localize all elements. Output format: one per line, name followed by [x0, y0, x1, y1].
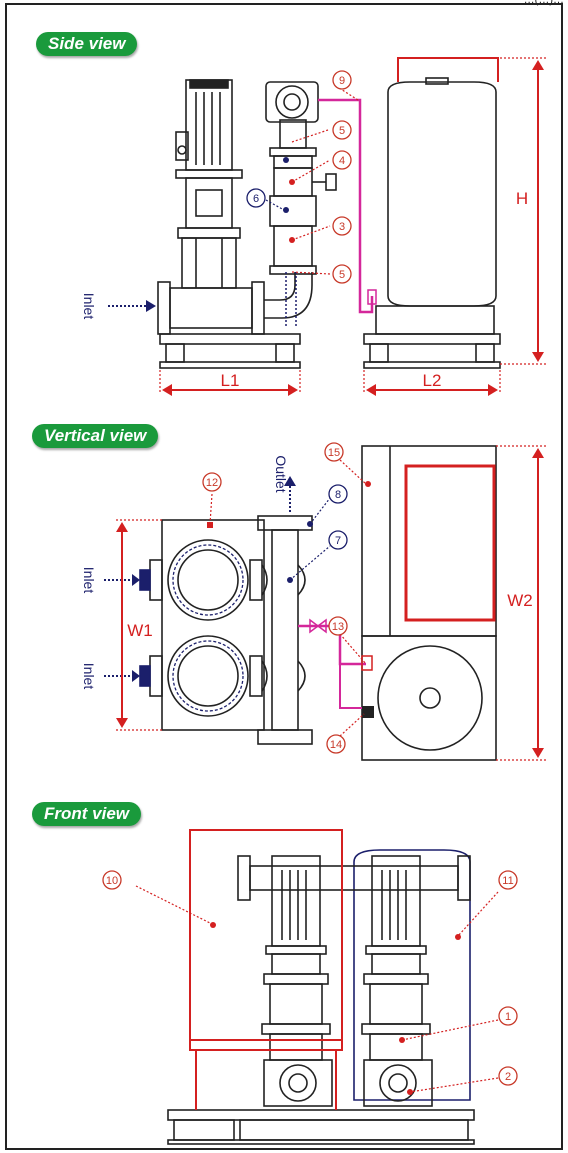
- label-W2: W2: [507, 591, 533, 610]
- svg-text:7: 7: [335, 535, 341, 547]
- callout-3: 3: [332, 216, 352, 236]
- check-valve: [273, 225, 313, 267]
- flange-5-upper: [269, 147, 317, 157]
- side-view-title: Side view: [36, 32, 138, 56]
- callouts: 9 5 4 6 3 5 15 12 8 7 13 14 10 11 1 2: [102, 70, 518, 1086]
- pump-front-1: [271, 855, 321, 947]
- front-view-title: Front view: [32, 802, 142, 826]
- flow-labels: Inlet Inlet Inlet Outlet: [81, 293, 289, 690]
- pump-skid-top: [161, 519, 265, 731]
- side-view: [157, 77, 501, 369]
- inlet-flange: [157, 281, 171, 335]
- pump-top-1: [167, 539, 249, 621]
- side-view-colors: [108, 57, 548, 396]
- svg-text:15: 15: [328, 447, 340, 459]
- sensing-line: [318, 98, 374, 314]
- svg-text:13: 13: [332, 621, 344, 633]
- vertical-view-colors: [104, 445, 546, 761]
- label-inlet-side: Inlet: [81, 293, 97, 320]
- callout-7: 7: [328, 530, 348, 550]
- callout-2: 2: [498, 1066, 518, 1086]
- callout-8: 8: [328, 484, 348, 504]
- base-frame: [167, 1109, 475, 1121]
- label-H: H: [516, 189, 528, 208]
- svg-text:5: 5: [339, 269, 345, 281]
- front-view: [167, 849, 475, 1145]
- svg-text:5: 5: [339, 125, 345, 137]
- pump-top-2: [167, 635, 249, 717]
- callout-5-lower: 5: [332, 264, 352, 284]
- svg-text:10: 10: [106, 875, 118, 887]
- front-view-colors: [135, 829, 499, 1110]
- svg-text:11: 11: [502, 875, 513, 887]
- control-panel-outline: [404, 464, 496, 622]
- callout-6: 6: [246, 188, 266, 208]
- label-L1: L1: [221, 371, 240, 390]
- pump-motor: [185, 79, 233, 171]
- callout-1: 1: [498, 1006, 518, 1026]
- coupling: [195, 189, 223, 217]
- callout-5-upper: 5: [332, 120, 352, 140]
- callout-13: 13: [328, 616, 348, 636]
- pump-front-2: [371, 855, 421, 947]
- vertical-view: [139, 445, 497, 761]
- control-cabinet-top: [361, 445, 497, 637]
- svg-text:8: 8: [335, 489, 341, 501]
- label-L2: L2: [423, 371, 442, 390]
- callout-14: 14: [326, 734, 346, 754]
- svg-text:1: 1: [505, 1011, 511, 1023]
- svg-text:2: 2: [505, 1071, 511, 1083]
- label-inlet-top-2: Inlet: [81, 663, 97, 690]
- pressure-tank: [387, 81, 497, 307]
- manifold: [271, 529, 299, 731]
- svg-text:3: 3: [339, 221, 345, 233]
- callout-12: 12: [202, 472, 222, 492]
- tank-top: [361, 635, 497, 761]
- label-outlet: Outlet: [273, 455, 289, 492]
- vertical-view-title: Vertical view: [32, 424, 159, 448]
- label-inlet-top-1: Inlet: [81, 567, 97, 594]
- svg-text:4: 4: [339, 155, 345, 167]
- callout-15: 15: [324, 442, 344, 462]
- label-W1: W1: [127, 621, 153, 640]
- callout-10: 10: [102, 870, 122, 890]
- svg-text:9: 9: [339, 75, 345, 87]
- callout-4: 4: [332, 150, 352, 170]
- outlet-flange: [265, 81, 319, 123]
- svg-text:6: 6: [253, 193, 259, 205]
- dimension-labels: L1 L2 H W1 W2: [127, 189, 533, 640]
- svg-text:12: 12: [206, 477, 218, 489]
- callout-9: 9: [332, 70, 352, 90]
- outer-border: [5, 3, 563, 1150]
- callout-11: 11: [498, 870, 518, 890]
- svg-text:14: 14: [330, 739, 342, 751]
